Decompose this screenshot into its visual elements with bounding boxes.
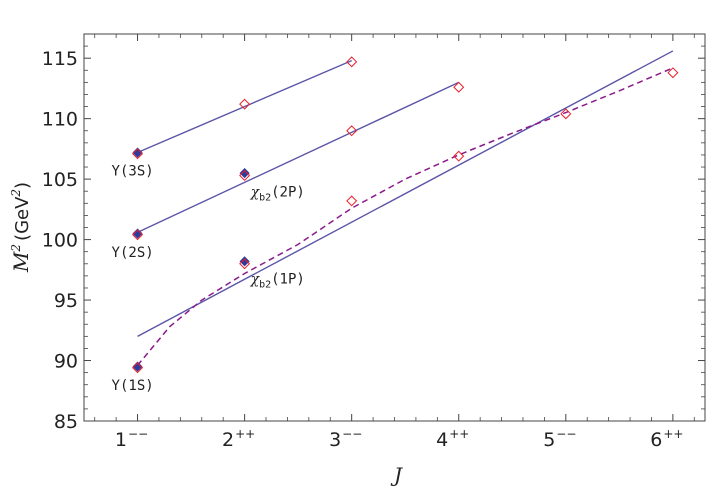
data-point xyxy=(346,56,358,68)
y-tick-label: 85 xyxy=(54,411,78,433)
plot-frame xyxy=(83,33,706,422)
data-point xyxy=(239,258,251,270)
data-point xyxy=(453,150,465,162)
x-tick-label: 3−− xyxy=(329,427,362,451)
filled-point xyxy=(132,361,143,372)
y-axis-unit-sup: 2 xyxy=(9,189,23,198)
filled-point xyxy=(132,228,143,239)
data-point xyxy=(239,169,251,182)
y-axis-unit: (GeV xyxy=(12,196,33,241)
dashed-curve xyxy=(136,67,674,366)
state-label: χb2(2P) xyxy=(250,184,305,203)
y-axis-symbol-sup: 2 xyxy=(9,244,23,253)
data-point xyxy=(132,362,144,374)
y-tick-label: 90 xyxy=(54,351,78,373)
state-label: Υ(2S) xyxy=(112,245,154,261)
fit-line xyxy=(137,59,352,154)
x-tick-label: 1−− xyxy=(115,427,148,451)
y-axis-symbol: M xyxy=(9,251,33,273)
annotations-layer: Υ(1S) Υ(2S) Υ(3S) χb2(1P) χb2(2P) xyxy=(112,164,305,394)
x-tick-label: 6++ xyxy=(650,427,683,451)
state-label: χb2(1P) xyxy=(250,271,305,290)
y-tick-label: 95 xyxy=(54,290,78,312)
data-point xyxy=(239,98,251,110)
data-point xyxy=(667,67,679,79)
data-point xyxy=(560,108,572,120)
y-tick-label: 100 xyxy=(42,230,78,252)
y-axis-unit-close: ) xyxy=(12,182,33,189)
x-axis-label: J xyxy=(390,463,403,487)
filled-point xyxy=(132,147,143,158)
data-point xyxy=(132,148,144,160)
svg-text:M2(GeV2): M2(GeV2) xyxy=(9,182,33,273)
y-tick-label: 105 xyxy=(42,169,78,191)
fit-line xyxy=(137,50,674,337)
y-tick-label: 110 xyxy=(42,109,78,131)
data-point xyxy=(132,229,144,241)
filled-point xyxy=(239,168,250,179)
state-label: Υ(3S) xyxy=(112,164,154,180)
y-axis-label: M2(GeV2) xyxy=(9,182,33,273)
x-tick-label: 4++ xyxy=(436,427,469,451)
data-point xyxy=(453,81,465,93)
data-point xyxy=(346,195,358,207)
fit-line xyxy=(137,81,460,233)
filled-point xyxy=(239,256,250,267)
state-label: Υ(1S) xyxy=(112,378,154,394)
ticks-layer: 85 90 95 100 105 110 115 1−− 2++ 3−− 4++ 5−− 6++ xyxy=(42,33,705,451)
x-tick-label: 2++ xyxy=(222,427,255,451)
lines-layer xyxy=(136,50,674,366)
x-tick-label: 5−− xyxy=(543,427,576,451)
y-tick-label: 115 xyxy=(42,48,78,70)
data-point xyxy=(346,125,358,137)
points-layer xyxy=(132,56,679,374)
